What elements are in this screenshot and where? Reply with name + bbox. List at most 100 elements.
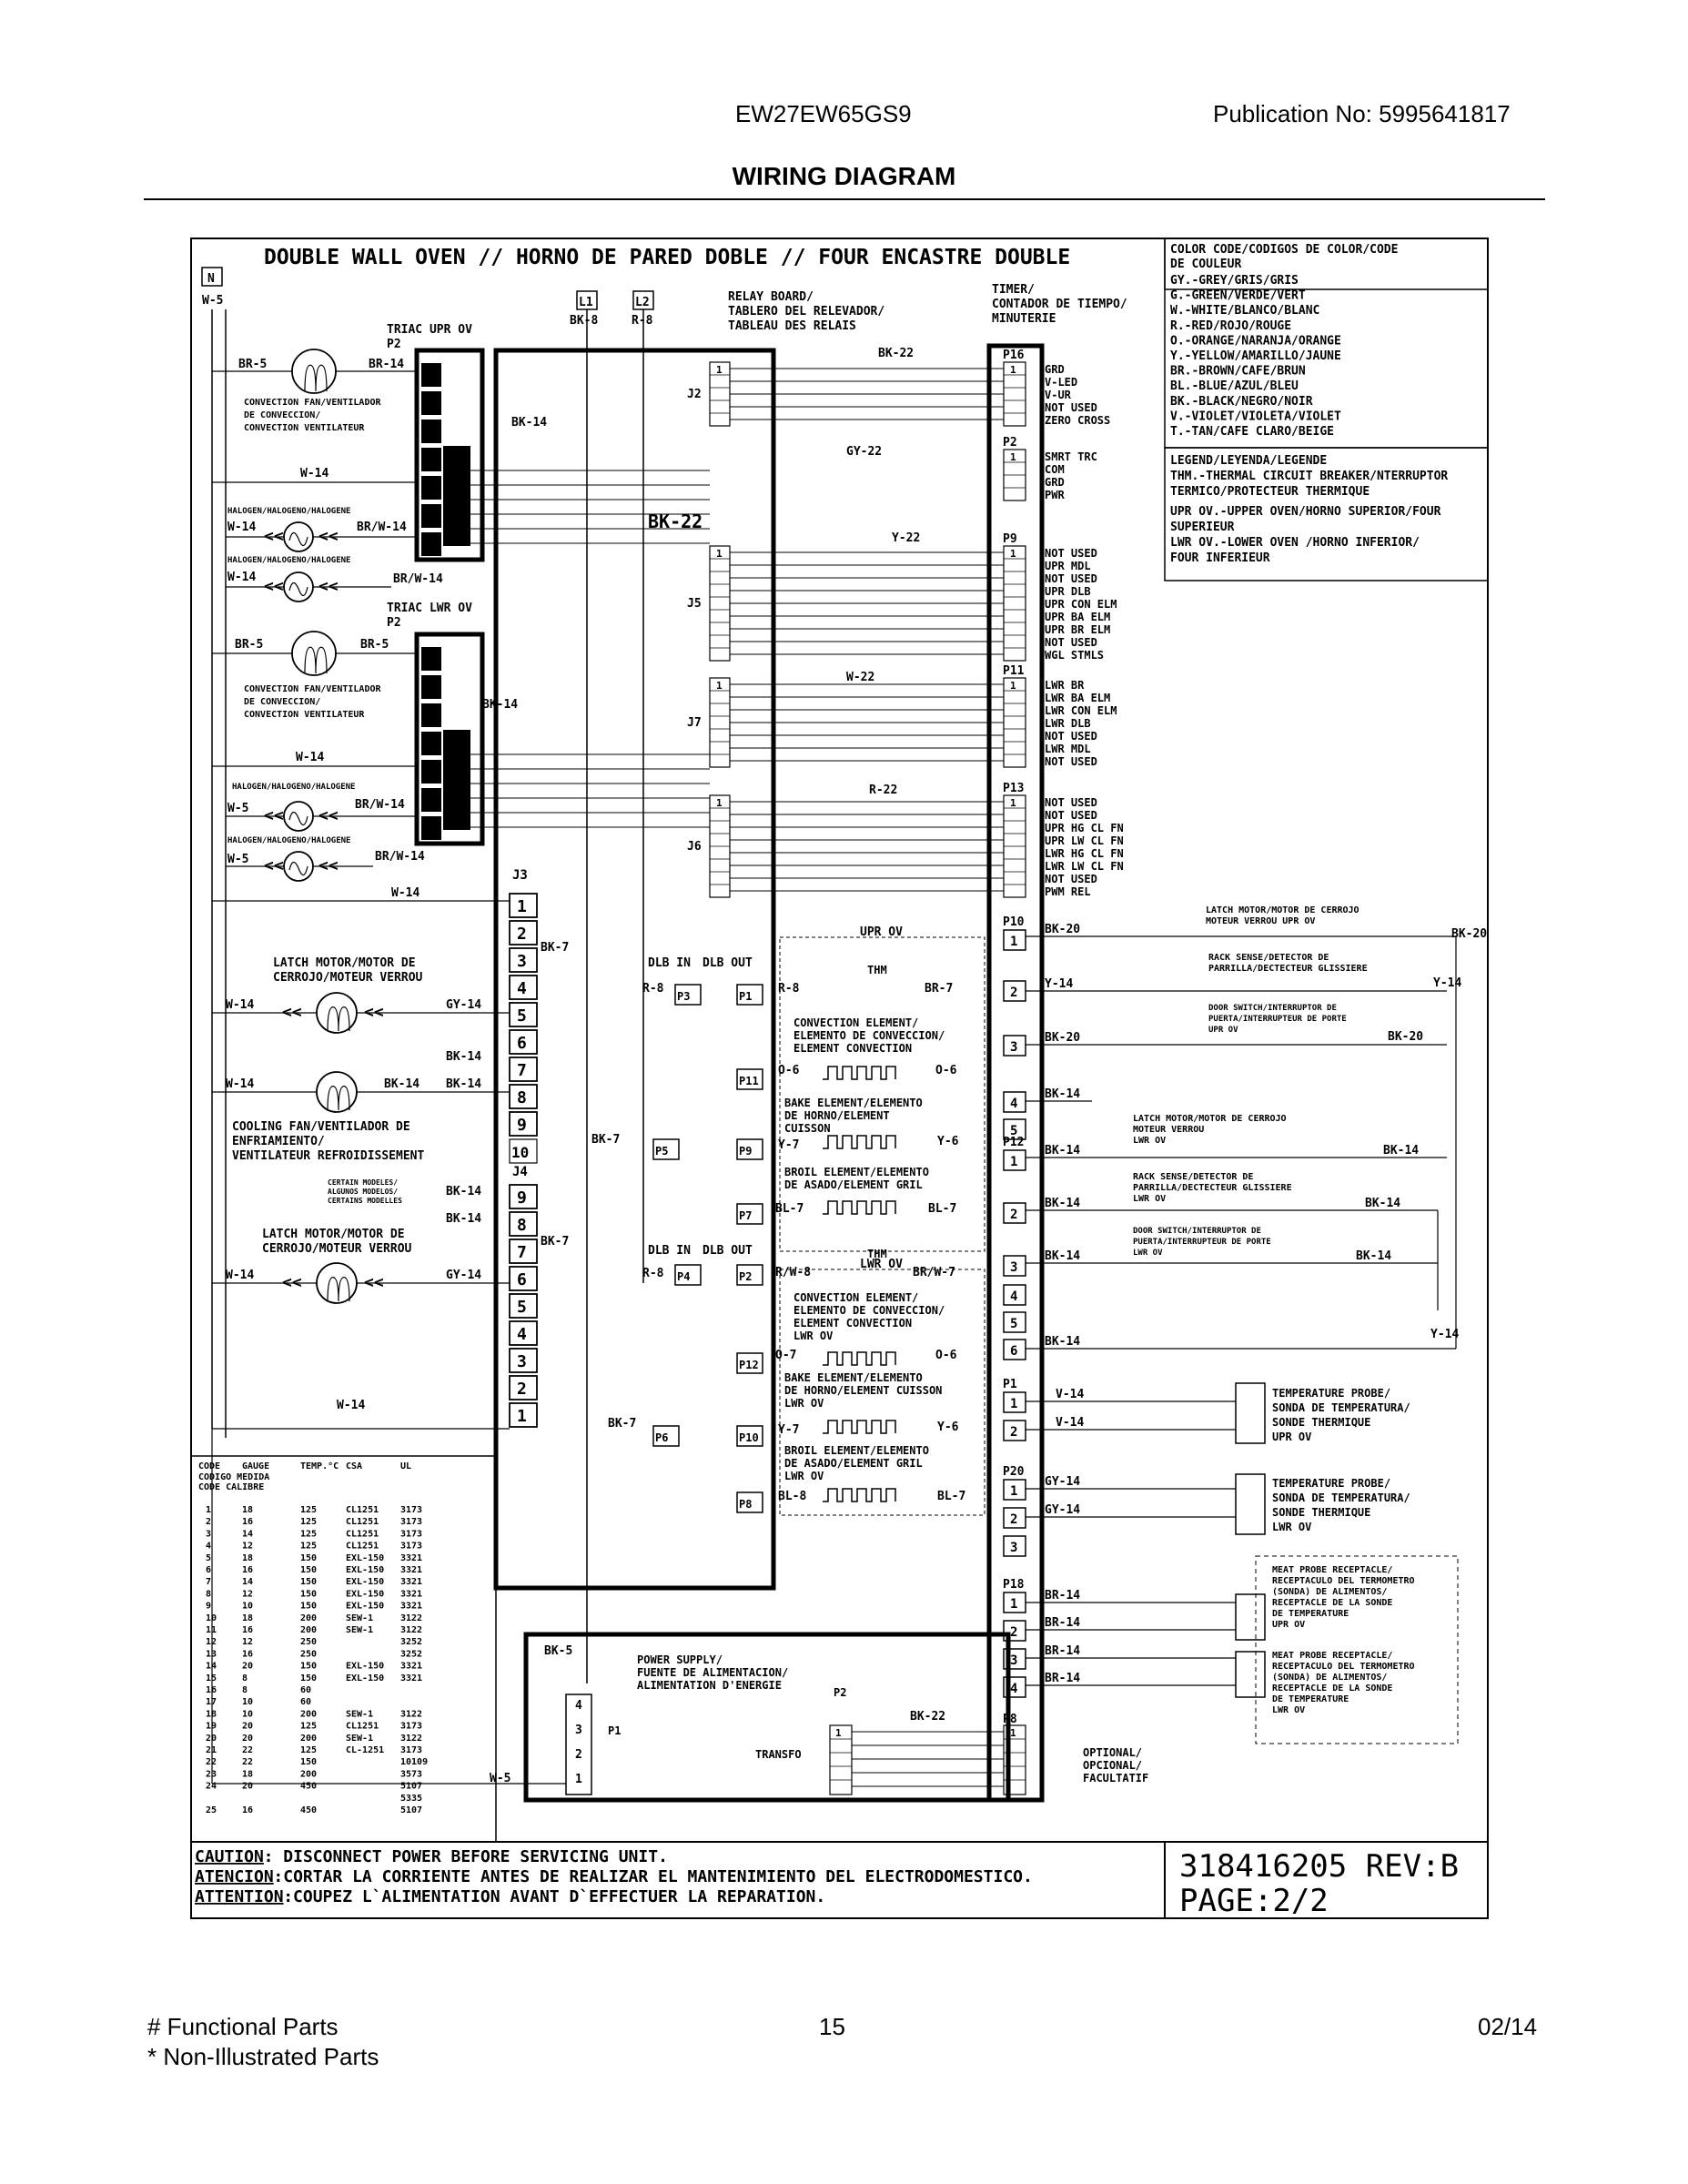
wire-table-cell: 3321 (400, 1662, 422, 1672)
legend-box (1164, 447, 1489, 581)
wire-table-cell: 16 (242, 1649, 253, 1659)
wire-table-cell: 3173 (400, 1745, 422, 1755)
timer-pin-label: COM (1045, 463, 1065, 476)
triac-pin-number: 1 (425, 818, 438, 840)
color-code-entry: BR.-BROWN/CAFE/BRUN (1170, 365, 1306, 379)
timer-pin-label: UPR MDL (1045, 560, 1091, 572)
bake-element-label: BAKE ELEMENT/ELEMENTO (784, 1097, 923, 1109)
wire-table-header: UL (400, 1461, 411, 1471)
color-code-entry: GY.-GREY/GRIS/GRIS (1170, 274, 1299, 288)
triac-pin (421, 675, 441, 699)
wire-label: BR-5 (360, 638, 389, 652)
wire-table-cell: 3321 (400, 1673, 422, 1684)
power-supply-box (523, 1632, 1011, 1803)
cooling-fan-label: COOLING FAN/VENTILADOR DE (232, 1120, 410, 1134)
wire-label: R-22 (869, 784, 897, 797)
bake-element-label: LWR OV (784, 1397, 824, 1410)
wire-label: V-14 (1056, 1388, 1084, 1401)
wire-label: BK-14 (446, 1077, 481, 1091)
j-connector-label: J7 (687, 716, 702, 730)
j4-pin (509, 1348, 538, 1373)
wire-label: W-5 (227, 853, 248, 866)
wire-label: BK-7 (541, 1235, 569, 1249)
j3-pin (509, 1002, 538, 1027)
power-supply-connector (565, 1694, 592, 1795)
triac-pin-number: 7 (425, 365, 438, 387)
timer-pin (1003, 1620, 1026, 1642)
timer-pin-number: 5 (1010, 1124, 1017, 1138)
triac-pin (421, 760, 441, 784)
triac-upr-label: P2 (387, 338, 401, 351)
convection-fan-label: CONVECTION FAN/VENTILADOR (244, 684, 381, 694)
wire-table-cell: CL1251 (346, 1722, 379, 1732)
wire-table-cell: 21 (206, 1745, 217, 1755)
page-indicator: PAGE:2/2 (1179, 1883, 1329, 1919)
j3-pin (509, 1029, 538, 1055)
wire-label: W-14 (391, 886, 419, 900)
pin-number: 1 (1010, 451, 1016, 463)
timer-connector-label: P1 (1003, 1378, 1017, 1391)
timer-pin-number: 1 (1010, 1484, 1017, 1499)
meat-probe-upr-label: RECEPTACULO DEL TERMOMETRO (1272, 1576, 1415, 1586)
timer-connector-label: P8 (1003, 1713, 1017, 1726)
timer-pin-number: 5 (1010, 1317, 1017, 1331)
pin-number: 1 (716, 797, 723, 809)
wire-table-cell: 3321 (400, 1565, 422, 1575)
timer-pin-label: UPR CON ELM (1045, 598, 1117, 611)
relay-board-label: TABLERO DEL RELEVADOR/ (728, 305, 884, 318)
timer-pin-number: 3 (1010, 1260, 1017, 1275)
latch-motor-upr-winding (327, 1006, 350, 1032)
j3-pin (509, 1084, 538, 1109)
j4-pin (509, 1239, 538, 1264)
broil-element-label: LWR OV (784, 1470, 824, 1482)
timer-pin-label: UPR HG CL FN (1045, 822, 1124, 834)
wire-table-cell: 16 (206, 1685, 217, 1695)
wire-label: R-8 (642, 1267, 664, 1280)
timer-pin-label: LWR HG CL FN (1045, 847, 1124, 860)
j4-pin (509, 1320, 538, 1346)
triac-pin (421, 391, 441, 415)
wire-table-cell: 12 (242, 1542, 253, 1552)
timer-pin-label: LWR DLB (1045, 717, 1091, 730)
wire-label: BK-20 (1045, 923, 1080, 936)
timer-pin-label: WGL STMLS (1045, 649, 1104, 662)
legend-entry: THM.-THERMAL CIRCUIT BREAKER/NTERRUPTOR (1170, 470, 1448, 483)
triac-pin-number: 3 (425, 762, 438, 784)
bake-element-label: BAKE ELEMENT/ELEMENTO (784, 1371, 923, 1384)
power-supply-label: ALIMENTATION D'ENERGIE (637, 1679, 782, 1692)
timer-pin-label: NOT USED (1045, 796, 1097, 809)
wire-table-cell: 20 (242, 1722, 253, 1732)
broil-element-label: DE ASADO/ELEMENT GRIL (784, 1457, 923, 1470)
publication-label: Publication No: (1213, 100, 1372, 127)
transfo-label: TRANSFO (755, 1748, 802, 1761)
relay-contact (674, 1264, 702, 1286)
wire-table-cell: 1 (206, 1505, 211, 1515)
certain-models-label: ALGUNOS MODELOS/ (328, 1188, 398, 1196)
wire-label: GY-14 (1045, 1503, 1080, 1517)
wire-table-cell: 3122 (400, 1734, 422, 1744)
wire-table-cell: 18 (242, 1505, 253, 1515)
wire-table-cell: 18 (242, 1769, 253, 1779)
wire-label: BL-7 (775, 1202, 804, 1216)
triac-upr-label: TRIAC UPR OV (387, 323, 472, 337)
connector-arrows: << (364, 1003, 384, 1022)
wire-label: BK-14 (1045, 1087, 1080, 1101)
convection-fan-label: CONVECTION FAN/VENTILADOR (244, 398, 381, 408)
wire-label: BK-14 (384, 1077, 419, 1091)
color-code-entry: O.-ORANGE/NARANJA/ORANGE (1170, 334, 1341, 348)
convection-fan-label: DE CONVECCION/ (244, 410, 320, 420)
wire-table-cell: 150 (300, 1757, 317, 1767)
wire-label: BK-14 (1383, 1144, 1419, 1158)
wire-table-cell: 150 (300, 1565, 317, 1575)
wire-label: R/W-8 (775, 1266, 811, 1279)
temp-probe-lwr-label: LWR OV (1272, 1521, 1311, 1533)
wire-label: Y-7 (778, 1423, 799, 1437)
wire-label: Y-6 (937, 1135, 959, 1148)
timer-pin-label: LWR LW CL FN (1045, 860, 1124, 873)
wire-label: BK-22 (910, 1710, 945, 1724)
date-code: 02/14 (1478, 2013, 1538, 2040)
wire-label: BK-20 (1451, 927, 1487, 941)
pin-number: 1 (1010, 1727, 1016, 1739)
wire-label: BK-14 (1045, 1197, 1080, 1210)
wire-label: BR-5 (235, 638, 263, 652)
